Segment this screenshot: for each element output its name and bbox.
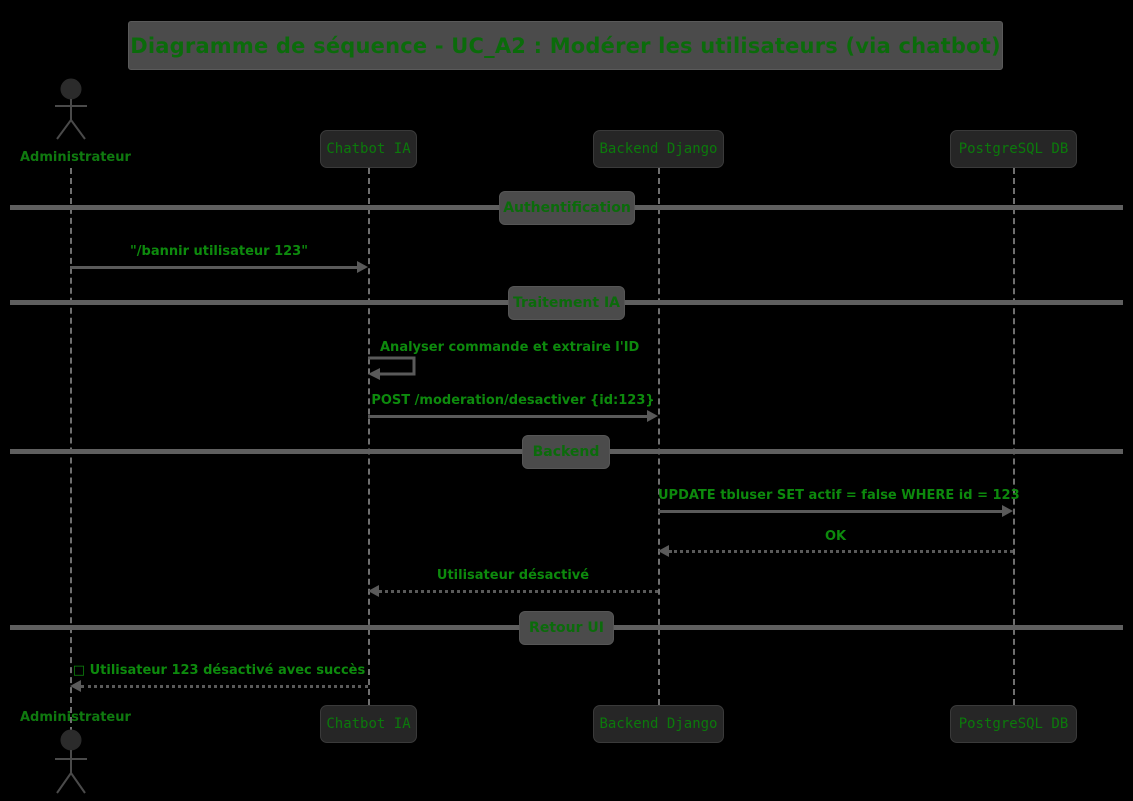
- actor-figure-admin-top: [55, 78, 87, 140]
- participant-backend-top[interactable]: Backend Django: [593, 130, 724, 168]
- lifeline-database: [1013, 168, 1015, 705]
- message-label-analyser-commande: Analyser commande et extraire l'ID: [380, 340, 640, 355]
- message-label-post-moderation: POST /moderation/desactiver {id:123}: [371, 393, 655, 408]
- actor-figure-admin-bottom: [55, 729, 87, 794]
- message-label-ok: OK: [824, 529, 847, 544]
- arrow-head-post-moderation: [647, 410, 658, 422]
- participant-database-top[interactable]: PostgreSQL DB: [950, 130, 1077, 168]
- message-line-utilisateur-desactive: [379, 590, 658, 593]
- divider-label-authentification: Authentification: [499, 191, 635, 225]
- divider-label-traitement-ia: Traitement IA: [508, 286, 625, 320]
- participant-backend-bottom[interactable]: Backend Django: [593, 705, 724, 743]
- self-message-loop-chatbot: [368, 356, 416, 380]
- participant-database-bottom[interactable]: PostgreSQL DB: [950, 705, 1077, 743]
- participant-chatbot-bottom[interactable]: Chatbot IA: [320, 705, 417, 743]
- message-line-succes: [81, 685, 368, 688]
- participant-label: Backend Django: [599, 141, 718, 157]
- lifeline-chatbot: [368, 168, 370, 705]
- arrow-head-utilisateur-desactive: [368, 585, 379, 597]
- arrow-head-succes: [70, 680, 81, 692]
- message-label-update-sql: UPDATE tbluser SET actif = false WHERE i…: [658, 488, 1020, 503]
- message-label-utilisateur-desactive: Utilisateur désactivé: [436, 568, 590, 583]
- participant-label: Chatbot IA: [326, 141, 411, 157]
- message-line-post-moderation: [368, 415, 647, 418]
- arrow-head-update-sql: [1002, 505, 1013, 517]
- divider-text: Backend: [532, 444, 600, 460]
- participant-label: Backend Django: [599, 716, 718, 732]
- divider-text: Authentification: [503, 200, 631, 216]
- participant-label: Chatbot IA: [326, 716, 411, 732]
- actor-label-admin-top: Administrateur: [20, 150, 131, 165]
- divider-text: Traitement IA: [513, 295, 621, 311]
- participant-label: PostgreSQL DB: [958, 716, 1069, 732]
- participant-label: PostgreSQL DB: [958, 141, 1069, 157]
- divider-text: Retour UI: [529, 620, 604, 636]
- message-label-bannir-utilisateur: "/bannir utilisateur 123": [130, 244, 308, 259]
- actor-label-admin-bottom: Administrateur: [20, 710, 131, 725]
- divider-label-retour-ui: Retour UI: [519, 611, 614, 645]
- lifeline-backend: [658, 168, 660, 705]
- page-title: Diagramme de séquence - UC_A2 : Modérer …: [130, 33, 1001, 58]
- message-line-bannir-utilisateur: [70, 266, 357, 269]
- diagram-title-bar: Diagramme de séquence - UC_A2 : Modérer …: [128, 21, 1003, 70]
- message-line-update-sql: [658, 510, 1002, 513]
- divider-label-backend: Backend: [522, 435, 610, 469]
- message-label-succes: □ Utilisateur 123 désactivé avec succès: [72, 663, 366, 678]
- arrow-head-bannir-utilisateur: [357, 261, 368, 273]
- message-line-ok: [669, 550, 1013, 553]
- arrow-head-ok: [658, 545, 669, 557]
- participant-chatbot-top[interactable]: Chatbot IA: [320, 130, 417, 168]
